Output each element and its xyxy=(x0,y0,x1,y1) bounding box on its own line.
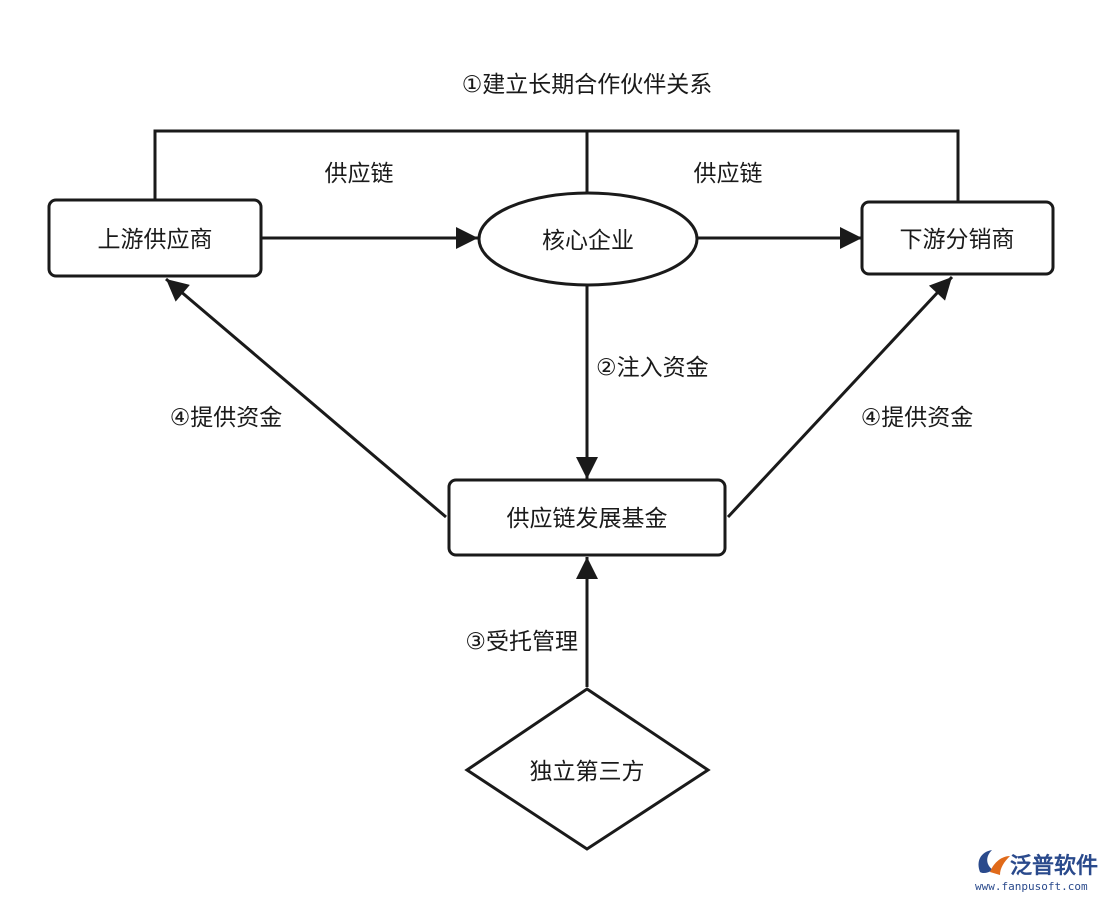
provide-capital-label-right: ④提供资金 xyxy=(861,405,974,431)
watermark-url: www.fanpusoft.com xyxy=(975,880,1088,893)
supply-chain-label-left: 供应链 xyxy=(325,161,394,187)
node-downstream-distributor xyxy=(860,200,1055,276)
fanpu-logo-icon xyxy=(978,850,1010,875)
inject-capital-label: ②注入资金 xyxy=(596,355,709,381)
node-supply-chain-fund-label: 供应链发展基金 xyxy=(507,506,668,532)
node-core-enterprise-label: 核心企业 xyxy=(542,228,634,254)
provide-capital-label-left: ④提供资金 xyxy=(170,405,283,431)
node-supply-chain-fund xyxy=(447,478,727,557)
node-downstream-distributor-label: 下游分销商 xyxy=(900,227,1015,253)
watermark-brand: 泛普软件 xyxy=(1010,853,1098,879)
node-upstream-supplier-label: 上游供应商 xyxy=(98,227,213,253)
supply-chain-label-right: 供应链 xyxy=(694,161,763,187)
arrow-fund-to-downstream xyxy=(726,275,954,519)
partnership-connector xyxy=(153,129,960,204)
arrow-fund-to-upstream xyxy=(165,277,447,519)
partnership-label: ①建立长期合作伙伴关系 xyxy=(462,72,713,98)
node-upstream-supplier xyxy=(47,198,263,278)
watermark: 泛普软件 www.fanpusoft.com xyxy=(975,850,1098,893)
node-independent-third-party-label: 独立第三方 xyxy=(530,759,645,785)
node-independent-third-party xyxy=(464,687,711,851)
entrusted-management-label: ③受托管理 xyxy=(465,629,578,655)
node-core-enterprise xyxy=(477,191,699,287)
